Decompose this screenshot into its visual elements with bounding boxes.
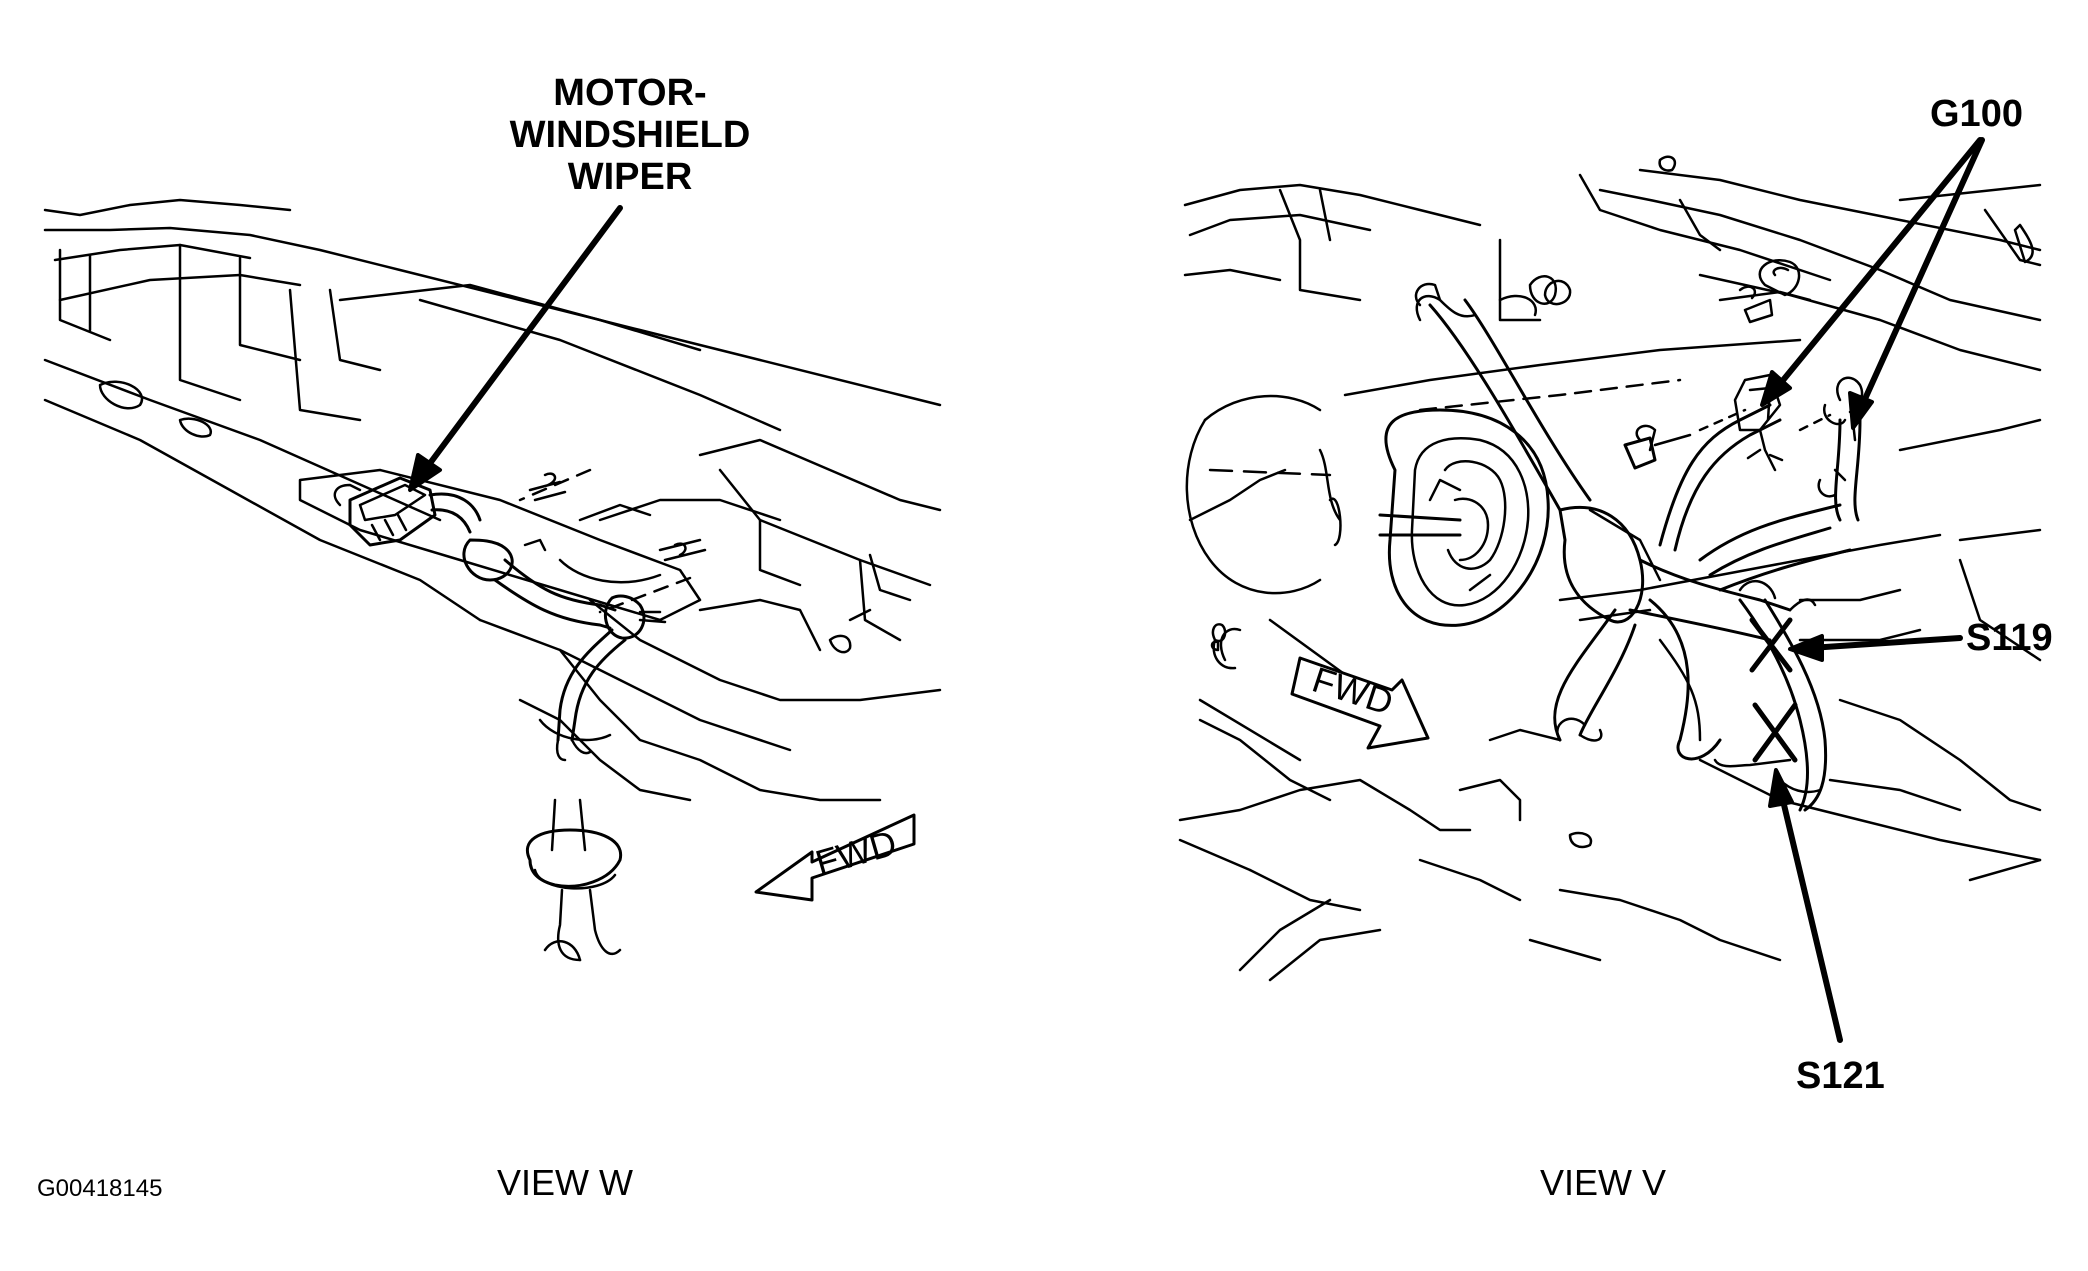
g100-callout: G100	[1930, 93, 2023, 135]
view-w-drawing: FWD	[43, 198, 942, 962]
s121-callout: S121	[1796, 1055, 1885, 1097]
view-v-drawing: FWD	[1178, 137, 2042, 1043]
fwd-arrow-left-label: FWD	[811, 822, 901, 884]
callout-line: MOTOR-	[553, 72, 707, 114]
view-v-caption: VIEW V	[1540, 1162, 1667, 1203]
view-w-caption: VIEW W	[497, 1162, 633, 1203]
motor-windshield-wiper-callout: MOTOR- WINDSHIELD WIPER	[490, 72, 770, 198]
s119-callout: S119	[1966, 617, 2053, 659]
figure-id: G00418145	[37, 1175, 163, 1202]
callout-line: WIPER	[567, 156, 693, 198]
callout-line: WINDSHIELD	[509, 114, 751, 156]
